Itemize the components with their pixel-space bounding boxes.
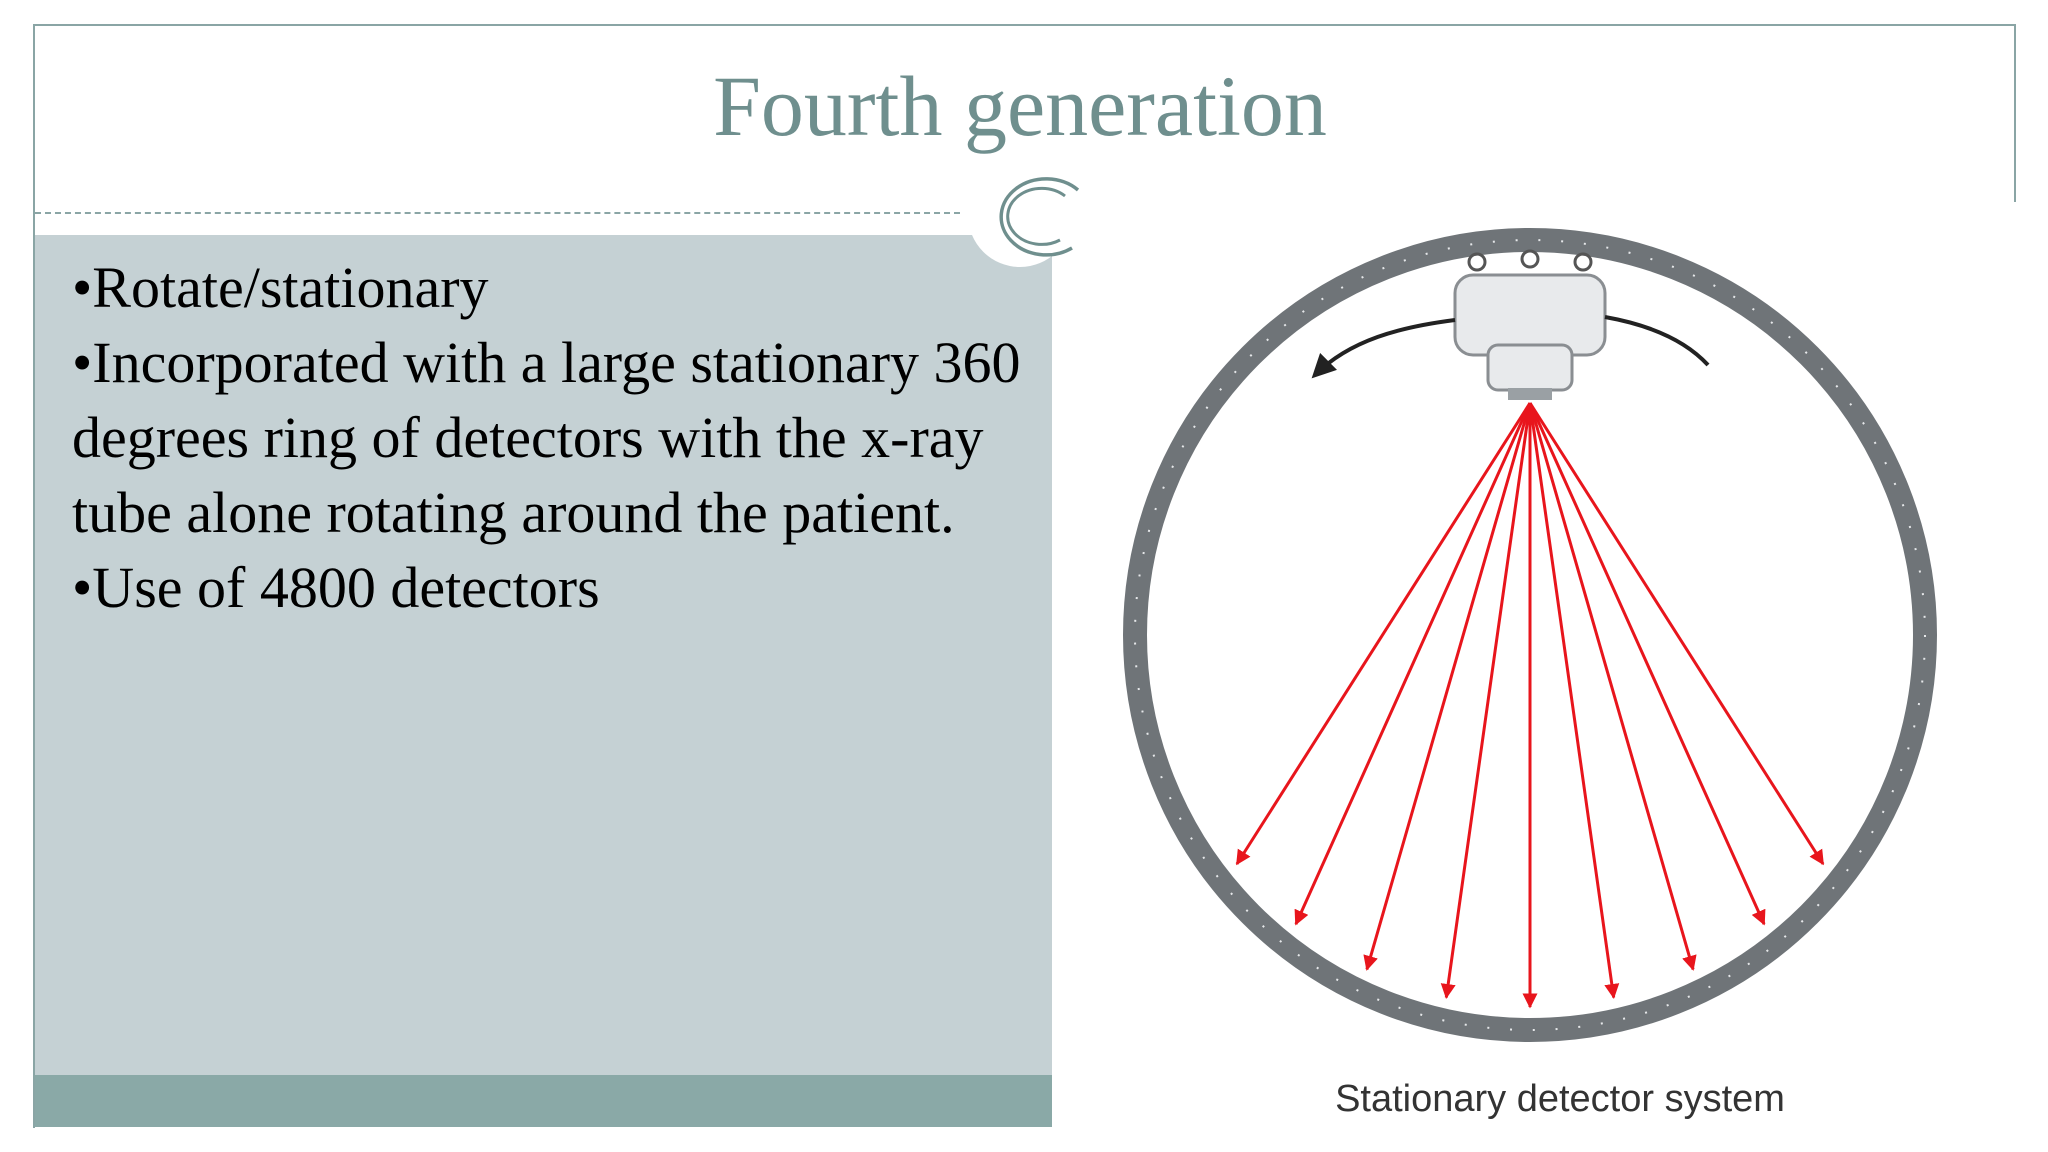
detector-ring <box>1123 228 1937 1042</box>
stationary-detector-diagram <box>1123 228 1937 1042</box>
slide-frame-top <box>33 24 2016 26</box>
footer-bar <box>35 1075 1052 1127</box>
x-ray-beam-arrow <box>1528 402 1697 971</box>
title-divider <box>35 212 960 214</box>
slide-title: Fourth generation <box>713 58 1327 154</box>
rotation-arrow-icon <box>1311 315 1710 379</box>
x-ray-beam-arrow <box>1235 402 1532 866</box>
x-ray-beam-arrow <box>1440 402 1532 999</box>
slide-frame-right <box>2014 24 2016 202</box>
x-ray-beams <box>1235 402 1825 1009</box>
swirl-ornament-icon <box>968 163 1080 267</box>
figure-caption: Stationary detector system <box>1335 1078 1785 1120</box>
bullet-rotate-stationary: •Rotate/stationary <box>72 255 489 320</box>
x-ray-beam-arrow <box>1363 402 1532 971</box>
content-panel <box>35 235 1052 1075</box>
bullet-list: •Rotate/stationary •Incorporated with a … <box>72 250 1032 625</box>
x-ray-beam-arrow <box>1528 402 1766 926</box>
x-ray-beam-arrow <box>1528 402 1620 999</box>
x-ray-beam-arrow <box>1528 402 1825 866</box>
bullet-detectors-count: •Use of 4800 detectors <box>72 555 600 620</box>
panel-notch <box>940 235 1052 270</box>
slide-frame-left <box>33 24 35 1128</box>
bullet-incorporated: •Incorporated with a large stationary 36… <box>72 330 1021 545</box>
x-ray-beam-arrow <box>1294 402 1532 926</box>
x-ray-tube <box>1453 249 1607 400</box>
